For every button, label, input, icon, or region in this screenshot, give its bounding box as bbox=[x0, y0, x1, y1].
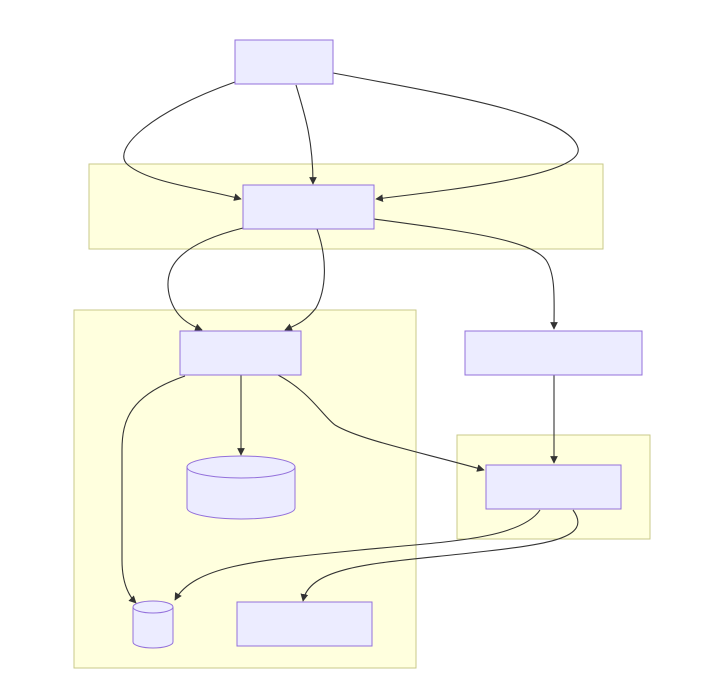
edge-b-d bbox=[373, 218, 558, 330]
edges bbox=[121, 72, 579, 604]
edge-a-b-center bbox=[295, 84, 317, 185]
edge-c-f bbox=[277, 374, 485, 472]
node-e bbox=[186, 455, 296, 520]
edge-a-b-left bbox=[123, 81, 242, 201]
node-c bbox=[179, 330, 302, 376]
node-d bbox=[464, 330, 643, 376]
node-h bbox=[236, 601, 373, 647]
edge-f-h bbox=[300, 509, 579, 602]
node-b bbox=[242, 184, 375, 230]
node-g bbox=[132, 600, 174, 649]
edge-b-c-left bbox=[167, 227, 244, 331]
edge-b-c-right bbox=[284, 228, 325, 331]
edge-a-b-right bbox=[332, 72, 579, 202]
edge-f-g bbox=[174, 509, 541, 601]
node-a bbox=[234, 39, 334, 85]
node-f bbox=[485, 464, 622, 510]
edge-c-g bbox=[121, 375, 186, 604]
